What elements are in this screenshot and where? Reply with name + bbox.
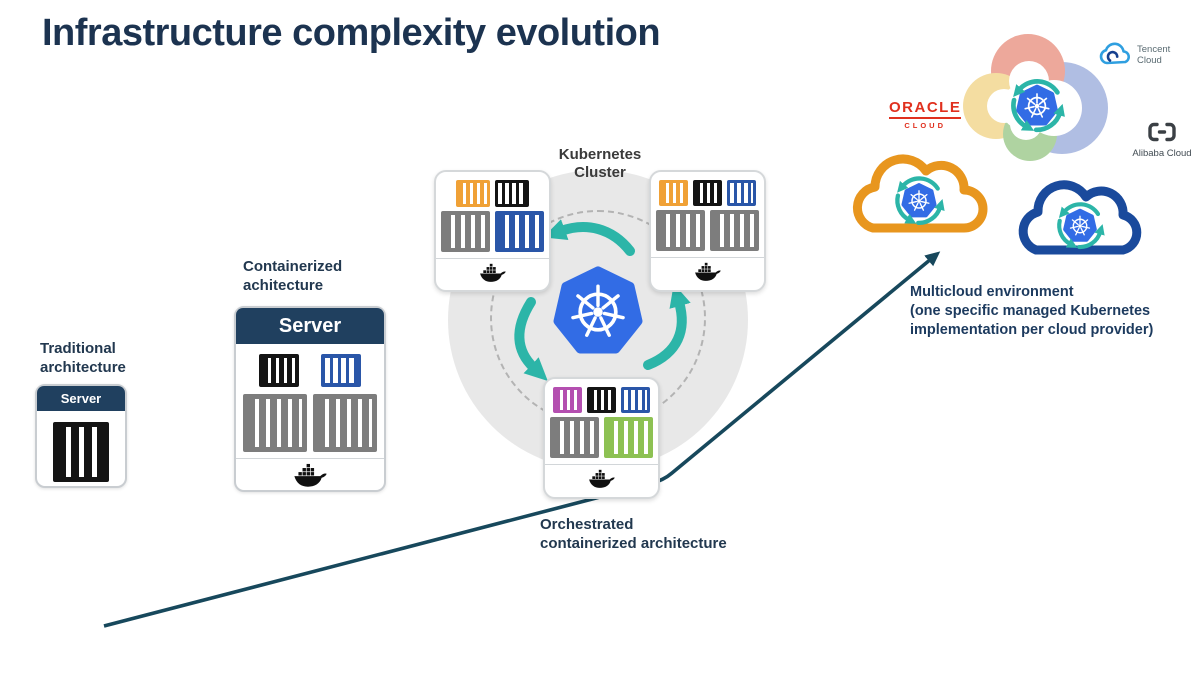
container-icon bbox=[441, 211, 490, 252]
docker-whale-icon bbox=[480, 263, 506, 282]
cluster-node-bottom bbox=[543, 377, 660, 499]
tencent-cloud-icon bbox=[1099, 42, 1130, 65]
card-footer bbox=[436, 258, 549, 286]
alibaba-cloud-logo: Alibaba Cloud bbox=[1124, 122, 1200, 159]
orchestrated-architecture-label: Orchestrated containerized architecture bbox=[540, 516, 727, 552]
cluster-label: Kubernetes Cluster bbox=[558, 146, 642, 181]
cluster-node-top-right bbox=[649, 170, 766, 292]
containerized-server-card: Server bbox=[234, 306, 386, 492]
docker-whale-icon bbox=[695, 262, 721, 281]
containerized-architecture-label: Containerized achitecture bbox=[243, 258, 343, 294]
container-icon bbox=[495, 211, 544, 252]
container-icon bbox=[587, 387, 616, 413]
multicolor-cloud-icon bbox=[963, 34, 1108, 161]
tencent-cloud-logo: Tencent Cloud bbox=[1098, 42, 1170, 68]
card-footer bbox=[651, 257, 764, 285]
tencent-label: Tencent Cloud bbox=[1137, 43, 1171, 66]
kubernetes-logo bbox=[901, 183, 937, 218]
containers-row bbox=[436, 211, 549, 252]
container-icon bbox=[656, 210, 705, 251]
orange-cloud-icon bbox=[852, 154, 988, 233]
container-icon bbox=[727, 180, 756, 206]
container-icon bbox=[553, 387, 582, 413]
containers-row bbox=[651, 210, 764, 251]
docker-whale-icon bbox=[589, 469, 615, 488]
container-icon bbox=[693, 180, 722, 206]
traditional-server-card: Server bbox=[35, 384, 127, 488]
container-icon bbox=[456, 180, 490, 207]
oracle-cloud-sub: CLOUD bbox=[904, 121, 946, 130]
cluster-node-top-left bbox=[434, 170, 551, 292]
container-icon bbox=[313, 394, 377, 452]
oracle-cloud-logo: ORACLE CLOUD bbox=[889, 99, 962, 130]
multicloud-environment-label: Multicloud environment (one specific man… bbox=[910, 284, 1154, 338]
container-icon bbox=[621, 387, 650, 413]
blue-cloud-icon bbox=[1018, 180, 1142, 255]
container-icon bbox=[321, 354, 361, 387]
container-icon bbox=[495, 180, 529, 207]
card-footer bbox=[545, 464, 658, 492]
docker-whale-icon bbox=[294, 463, 327, 487]
container-icon bbox=[53, 422, 109, 482]
containers-row bbox=[236, 354, 384, 387]
container-icon bbox=[604, 417, 653, 458]
server-header: Server bbox=[236, 308, 384, 344]
traditional-architecture-label: Traditional architecture bbox=[40, 340, 126, 376]
containers-row bbox=[37, 422, 125, 482]
container-icon bbox=[659, 180, 688, 206]
containers-row bbox=[651, 180, 764, 206]
alibaba-label: Alibaba Cloud bbox=[1132, 148, 1192, 159]
card-footer bbox=[236, 458, 384, 491]
page-title: Infrastructure complexity evolution bbox=[42, 12, 661, 54]
server-header: Server bbox=[37, 386, 125, 411]
kubernetes-logo bbox=[1018, 87, 1055, 124]
container-icon bbox=[243, 394, 307, 452]
containers-row bbox=[545, 387, 658, 413]
container-icon bbox=[259, 354, 299, 387]
containers-row bbox=[545, 417, 658, 458]
container-icon bbox=[710, 210, 759, 251]
alibaba-cloud-icon bbox=[1148, 122, 1176, 142]
kubernetes-logo bbox=[1063, 208, 1097, 242]
containers-row bbox=[236, 394, 384, 452]
oracle-wordmark: ORACLE bbox=[889, 99, 962, 119]
container-icon bbox=[550, 417, 599, 458]
containers-row bbox=[436, 180, 549, 207]
